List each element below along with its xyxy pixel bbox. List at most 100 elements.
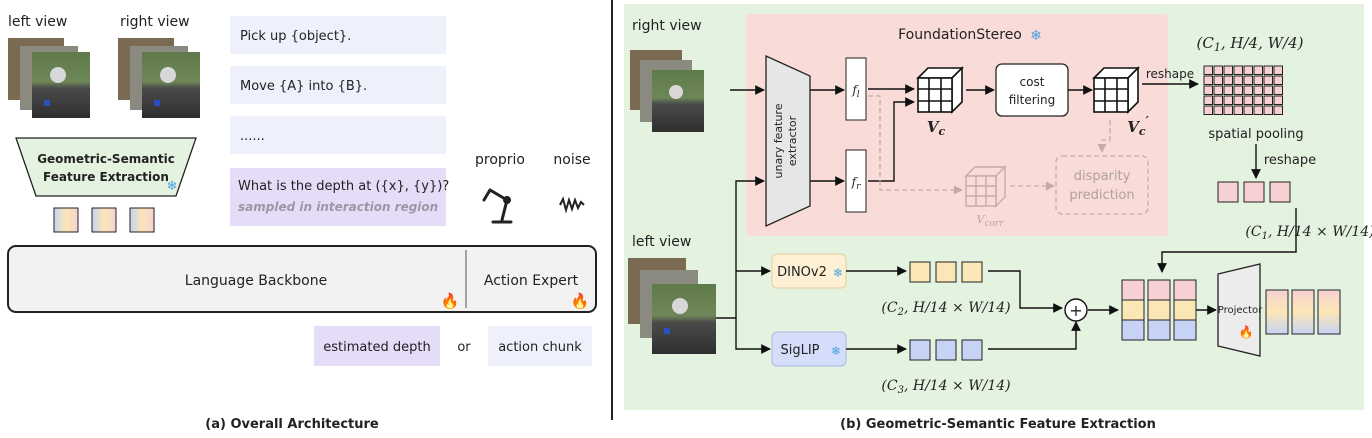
left-view-label: left view <box>8 14 67 30</box>
volume-cell <box>1213 65 1223 75</box>
dinov2-label: DINOv2 <box>777 265 827 280</box>
volume-cell <box>1273 75 1283 85</box>
volume-cell <box>1243 65 1253 75</box>
volume-cell <box>1253 105 1263 115</box>
volume-cell <box>1223 85 1233 95</box>
backbone-box <box>7 245 597 313</box>
volume-cell <box>1263 65 1273 75</box>
noise-wave-icon <box>559 196 585 214</box>
feature-token <box>91 207 117 233</box>
volume-cell <box>1213 95 1223 105</box>
cost-line2: filtering <box>1009 93 1055 107</box>
left-view-arrows <box>716 176 1217 354</box>
spatial-pooling: spatial pooling <box>1208 127 1303 142</box>
gsfe-module <box>15 137 197 197</box>
fusion-plus <box>1064 298 1088 322</box>
cost-volume-grid <box>1203 65 1283 115</box>
vc-cube <box>916 66 964 114</box>
snowflake-icon: ❄ <box>1030 28 1042 44</box>
volume-cell <box>1263 105 1273 115</box>
depth-query-text: What is the depth at ({x}, {y})? <box>238 179 449 194</box>
output-action: action chunk <box>498 340 582 355</box>
output-depth-box <box>314 326 440 366</box>
stereo-arrows <box>730 79 1199 186</box>
volume-cell <box>1243 85 1253 95</box>
volume-cell <box>1203 95 1213 105</box>
cost-line1: cost <box>1020 75 1045 89</box>
volume-cell <box>1213 85 1223 95</box>
fl-feature <box>845 57 867 121</box>
depth-query-box <box>230 168 446 226</box>
unary-feature-extractor <box>765 54 811 228</box>
cost-filtering-box <box>995 63 1069 117</box>
gsfe-title-line1: Geometric-Semantic <box>37 152 175 166</box>
right-view-label: right view <box>632 18 702 34</box>
vcorr-cube <box>964 165 1007 208</box>
projector <box>1217 263 1261 357</box>
snowflake-icon: ❄ <box>833 266 843 280</box>
volume-cell <box>1223 105 1233 115</box>
volume-cell <box>1233 65 1243 75</box>
siglip-label: SigLIP <box>780 343 819 358</box>
volume-cell <box>1253 85 1263 95</box>
feature-token <box>53 207 79 233</box>
shape-c3: (C3, H/14 × W/14) <box>881 378 1010 396</box>
reshape-mid: reshape <box>1264 153 1316 168</box>
fl-label: fl <box>851 83 859 100</box>
volume-cell <box>1263 85 1273 95</box>
left-view-image-stack <box>8 38 90 118</box>
right-view-image-stack <box>630 50 704 132</box>
shape-top: (C1, H/4, W/4) <box>1197 34 1304 54</box>
volume-cell <box>1263 95 1273 105</box>
shape-c2: (C2, H/14 × W/14) <box>881 300 1010 318</box>
volume-cell <box>1233 85 1243 95</box>
prompt-box <box>230 116 446 154</box>
volume-cell <box>1253 95 1263 105</box>
vc-prime-cube <box>1092 66 1140 114</box>
output-action-box <box>488 326 592 366</box>
volume-cell <box>1213 75 1223 85</box>
prompt-box <box>230 16 446 54</box>
noise-label: noise <box>553 152 590 168</box>
depth-query-note: sampled in interaction region <box>238 200 438 214</box>
output-depth: estimated depth <box>323 340 430 355</box>
volume-cell <box>1253 65 1263 75</box>
proprio-label: proprio <box>475 152 525 168</box>
gsfe-title-line2: Feature Extraction <box>43 170 169 184</box>
right-view-image-stack <box>118 38 200 118</box>
prompt-box <box>230 66 446 104</box>
stereo-dashed-arrows <box>868 95 1111 195</box>
panel-a: left view right view Geometric-Semantic … <box>7 14 597 432</box>
volume-cell <box>1243 105 1253 115</box>
snowflake-icon: ❄ <box>167 179 178 194</box>
output-or: or <box>457 340 471 355</box>
left-view-label: left view <box>632 234 691 250</box>
disp-line2: prediction <box>1069 188 1134 203</box>
fire-icon: 🔥 <box>441 292 460 310</box>
fire-icon: 🔥 <box>571 292 590 310</box>
volume-cell <box>1203 105 1213 115</box>
volume-cell <box>1223 95 1233 105</box>
volume-cell <box>1203 75 1213 85</box>
fs-to-fusion-arrow <box>1157 208 1297 273</box>
dino-tokens <box>909 261 983 283</box>
volume-cell <box>1203 85 1213 95</box>
panel-b: FoundationStereo ❄ right view left view … <box>624 4 1372 432</box>
plus-label: + <box>1069 301 1082 320</box>
caption-b: (b) Geometric-Semantic Feature Extractio… <box>840 417 1156 432</box>
right-view-label: right view <box>120 14 190 30</box>
volume-cell <box>1243 95 1253 105</box>
volume-cell <box>1273 95 1283 105</box>
left-view-image-stack <box>628 258 716 354</box>
disparity-prediction-box <box>1055 155 1149 215</box>
volume-cell <box>1253 75 1263 85</box>
snowflake-icon: ❄ <box>831 344 841 358</box>
volume-cell <box>1233 105 1243 115</box>
caption-a: (a) Overall Architecture <box>205 417 379 432</box>
prompt-text: Move {A} into {B}. <box>240 79 367 94</box>
projector-label: Projector <box>1218 305 1263 316</box>
fr-feature <box>845 149 867 213</box>
fr-label: fr <box>851 175 861 192</box>
